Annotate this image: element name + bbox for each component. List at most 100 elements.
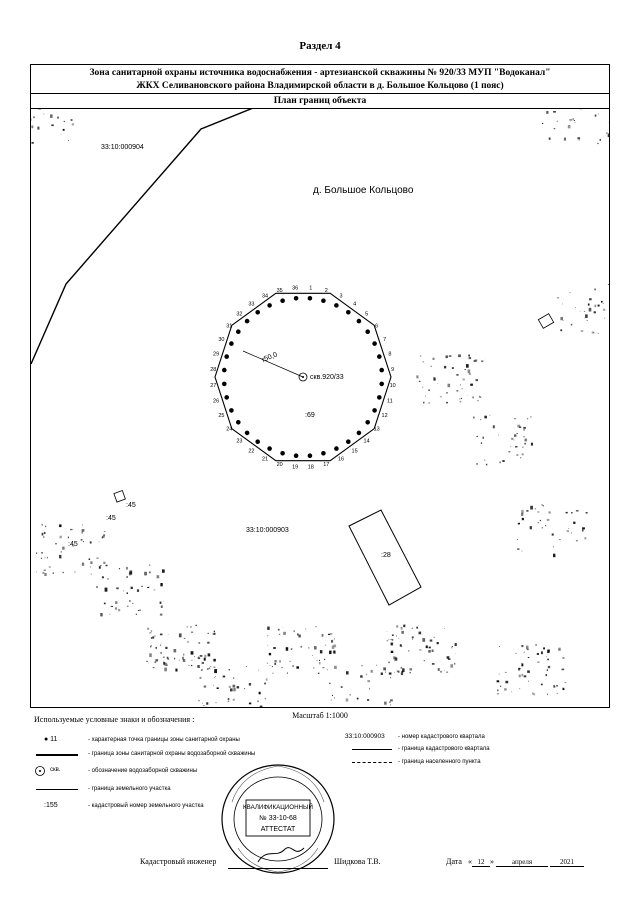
boundary-point-number: 2 bbox=[325, 288, 328, 294]
engineer-name: Шидкова Т.В. bbox=[334, 857, 381, 866]
boundary-point-number: 35 bbox=[277, 288, 283, 294]
quarter-label-top: 33:10:000904 bbox=[101, 144, 144, 151]
boundary-point bbox=[236, 420, 241, 425]
seal-line-1: КВАЛИФИКАЦИОННЫЙ bbox=[243, 803, 313, 811]
boundary-point-number: 13 bbox=[374, 427, 380, 433]
legend-right-item-2: - граница кадастрового квартала bbox=[398, 746, 490, 752]
boundary-point bbox=[377, 395, 382, 400]
boundary-point bbox=[346, 310, 351, 315]
boundary-point-number: 3 bbox=[339, 293, 342, 299]
date-year: 2021 bbox=[550, 858, 584, 867]
legend-point-symbol: ● 11 bbox=[44, 736, 58, 743]
boundary-point bbox=[334, 446, 339, 451]
boundary-point-number: 5 bbox=[365, 311, 368, 317]
boundary-point-number: 4 bbox=[353, 301, 356, 307]
legend-well-icon bbox=[35, 766, 45, 776]
boundary-point bbox=[229, 341, 234, 346]
boundary-point-number: 14 bbox=[364, 439, 370, 445]
quarter-boundary-line bbox=[31, 109, 253, 365]
boundary-point bbox=[321, 298, 326, 303]
boundary-point-number: 1 bbox=[309, 285, 312, 291]
sanitary-zone-boundary bbox=[214, 292, 392, 462]
legend-right-item-1: - номер кадастрового квартала bbox=[398, 734, 485, 740]
engineer-seal: КВАЛИФИКАЦИОННЫЙ № 33-10-68 АТТЕСТАТ bbox=[221, 764, 335, 874]
header-title-box: Зона санитарной охраны источника водосна… bbox=[30, 64, 610, 94]
boundary-point-number: 29 bbox=[213, 352, 219, 358]
legend-quarter-number-symbol: 33:10:000903 bbox=[345, 733, 385, 740]
boundary-point bbox=[377, 354, 382, 359]
boundary-point bbox=[379, 367, 385, 373]
well-label: скв.920/33 bbox=[310, 374, 344, 381]
plan-title: План границ объекта bbox=[30, 93, 610, 109]
boundary-point bbox=[365, 329, 371, 334]
legend-well-symbol: скв. bbox=[50, 767, 61, 773]
legend-settlement-line bbox=[352, 762, 392, 763]
boundary-point-number: 10 bbox=[390, 383, 396, 389]
boundary-point bbox=[307, 296, 313, 301]
quarter-label-bottom: 33:10:000903 bbox=[246, 527, 289, 534]
sheet-title: Раздел 4 bbox=[299, 40, 341, 52]
radius-label: r50,0 bbox=[261, 351, 279, 364]
parcel-45-boundary bbox=[113, 490, 126, 503]
map-texture bbox=[31, 109, 609, 707]
boundary-point bbox=[255, 439, 260, 445]
boundary-point-number: 27 bbox=[210, 383, 216, 389]
legend-item-2: - граница зоны санитарной охраны водозаб… bbox=[88, 751, 256, 757]
boundary-point bbox=[372, 408, 377, 413]
date-day: 12 bbox=[472, 858, 490, 867]
legend-item-4: - граница земельного участка bbox=[88, 786, 171, 792]
boundary-point-number: 30 bbox=[218, 337, 224, 343]
radius-line bbox=[242, 350, 304, 378]
seal-line-2: № 33-10-68 bbox=[259, 815, 297, 822]
boundary-point-number: 18 bbox=[308, 465, 314, 471]
boundary-point-number: 22 bbox=[248, 449, 254, 455]
boundary-point bbox=[346, 439, 351, 445]
boundary-point bbox=[267, 303, 272, 308]
boundary-point-number: 7 bbox=[383, 337, 386, 343]
boundary-point-number: 8 bbox=[388, 352, 391, 358]
parcel-label-28: :28 bbox=[381, 552, 391, 559]
boundary-point-number: 28 bbox=[210, 367, 216, 373]
boundary-point bbox=[244, 318, 250, 324]
boundary-point bbox=[255, 310, 260, 315]
boundary-point-number: 21 bbox=[262, 457, 268, 463]
parcel-28-boundary bbox=[348, 509, 422, 606]
boundary-point-number: 34 bbox=[262, 293, 268, 299]
boundary-point-number: 36 bbox=[292, 285, 298, 291]
legend-item-5: - кадастровый номер земельного участка bbox=[88, 803, 204, 809]
boundary-point-number: 25 bbox=[218, 413, 224, 419]
date-label: Дата bbox=[446, 857, 462, 866]
settlement-label: д. Большое Кольцово bbox=[313, 185, 414, 196]
legend-right-item-3: - граница населенного пункта bbox=[398, 759, 481, 765]
legend-parcel-number-symbol: :155 bbox=[44, 802, 58, 809]
well-icon bbox=[298, 372, 308, 382]
legend-item-3: - обозначение водозаборной скважины bbox=[88, 768, 198, 774]
boundary-point bbox=[372, 341, 377, 346]
parcel-label-69: :69 bbox=[305, 412, 315, 419]
boundary-point-number: 20 bbox=[277, 462, 283, 468]
boundary-point bbox=[244, 430, 250, 436]
boundary-point-number: 11 bbox=[387, 398, 393, 404]
boundary-point-number: 16 bbox=[338, 457, 344, 463]
boundary-point bbox=[280, 298, 285, 303]
boundary-point bbox=[293, 296, 299, 301]
boundary-point bbox=[356, 318, 362, 324]
boundary-point bbox=[379, 381, 385, 387]
signature-line bbox=[228, 868, 328, 869]
boundary-point-number: 12 bbox=[382, 413, 388, 419]
boundary-point-number: 24 bbox=[226, 427, 232, 433]
parcel-label-45a: :45 bbox=[126, 502, 136, 509]
well-center-icon bbox=[302, 376, 304, 378]
boundary-point-number: 19 bbox=[292, 465, 298, 471]
header-line-2: ЖКХ Селивановского района Владимирской о… bbox=[136, 81, 504, 91]
boundary-point bbox=[222, 367, 227, 373]
legend-parcel-line bbox=[36, 789, 78, 790]
boundary-point bbox=[280, 451, 285, 456]
boundary-point-number: 17 bbox=[323, 462, 329, 468]
date-month: апреля bbox=[496, 858, 548, 867]
parcel-label-45c: :45 bbox=[68, 541, 78, 548]
legend-quarter-line bbox=[352, 749, 392, 750]
boundary-point bbox=[334, 303, 339, 308]
